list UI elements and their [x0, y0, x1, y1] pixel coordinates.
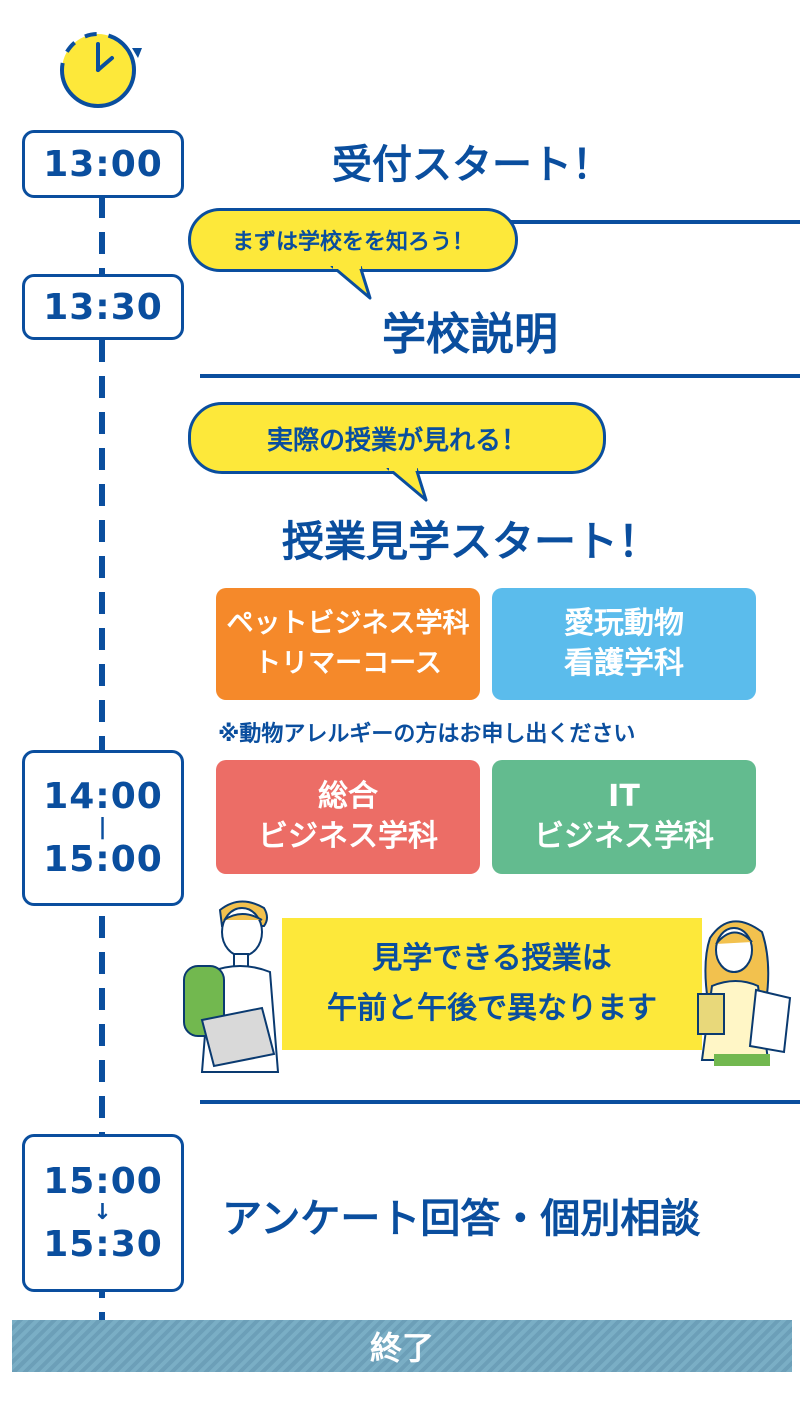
section-title-school-explanation: 学校説明 [382, 309, 558, 360]
time-start: 15:00 [43, 1161, 163, 1202]
allergy-note: ※動物アレルギーの方はお申し出ください [218, 722, 636, 747]
bubble-tail [386, 468, 428, 502]
course-card-it-business: IT ビジネス学科 [492, 760, 756, 874]
time-badge-1300: 13:00 [22, 130, 184, 198]
time-range-separator: | [98, 815, 108, 840]
clock-icon [60, 32, 142, 108]
course-card-pet-business: ペットビジネス学科 トリマーコース [216, 588, 480, 700]
end-label: 終了 [369, 1329, 434, 1367]
course-card-animal-nursing: 愛玩動物 看護学科 [492, 588, 756, 700]
speech-bubble-school-intro: まずは学校をを知ろう！ [188, 208, 518, 272]
student-female-illustration [697, 920, 792, 1066]
time-range-separator: ↓ [93, 1200, 113, 1225]
time-label: 13:30 [43, 286, 163, 328]
time-end: 15:30 [43, 1224, 163, 1265]
section-title-class-observation: 授業見学スタート！ [282, 517, 661, 566]
bubble-text: まずは学校をを知ろう！ [231, 230, 474, 255]
time-badge-1400-1500: 14:00 | 15:00 [22, 750, 184, 906]
time-badge-1500-1530: 15:00 ↓ 15:30 [22, 1134, 184, 1292]
end-banner: 終了 [12, 1320, 792, 1372]
time-badge-1330: 13:30 [22, 274, 184, 340]
info-band-class-varies: 見学できる授業は 午前と午後で異なります [282, 918, 702, 1050]
section-title-survey-consultation: アンケート回答・個別相談 [222, 1196, 701, 1242]
bubble-tail [330, 266, 372, 300]
time-end: 15:00 [43, 839, 163, 880]
divider [200, 1100, 800, 1104]
speech-bubble-class-visit: 実際の授業が見れる！ [188, 402, 606, 474]
bubble-text: 実際の授業が見れる！ [266, 425, 527, 456]
time-start: 14:00 [43, 776, 163, 817]
course-card-general-business: 総合 ビジネス学科 [216, 760, 480, 874]
time-label: 13:00 [43, 143, 163, 185]
section-title-reception: 受付スタート！ [332, 142, 612, 188]
student-male-illustration [183, 900, 280, 1073]
divider [200, 374, 800, 378]
